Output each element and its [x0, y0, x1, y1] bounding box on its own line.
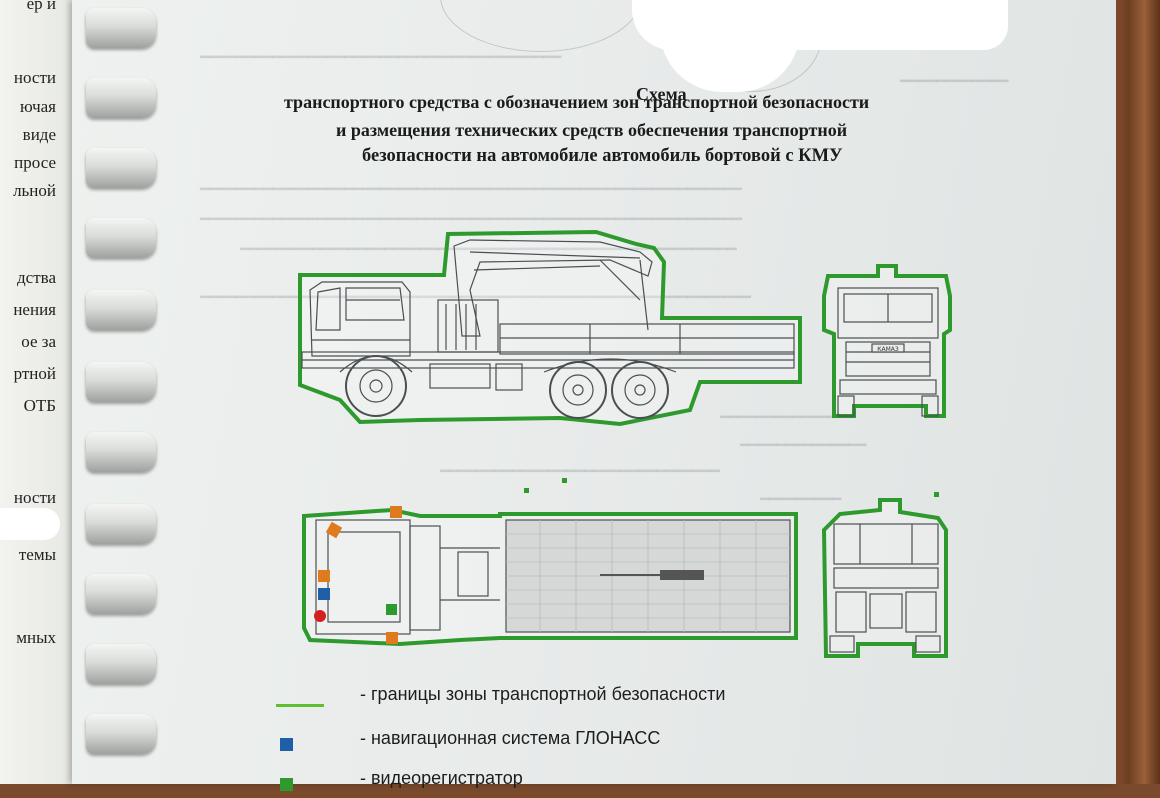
crane-boom	[453, 239, 653, 337]
left-page-text: ер и	[26, 0, 56, 13]
marker-dot	[562, 478, 567, 483]
glonass-marker	[318, 588, 330, 600]
legend-label: - границы зоны транспортной безопасности	[360, 684, 726, 704]
bleed-through-text: ━━━━━━━━━━━━━━━━━━━━━━━━━━━━━━━━━━━━━━━━…	[200, 212, 742, 228]
bleed-through-text: ━━━━━━━━━━━━━━━━━━━━━━━━━━━━━━━━━━━━━━━━…	[200, 182, 742, 198]
blue-square-marker	[280, 738, 293, 751]
marker-dot	[524, 488, 529, 493]
front-view: КАМАЗ	[822, 264, 952, 418]
left-page-text: дства	[17, 268, 56, 287]
left-page-text: ности	[13, 488, 56, 507]
title-line: безопасности на автомобиле автомобиль бо…	[362, 146, 843, 166]
title-heading: Схема	[636, 84, 687, 104]
binding-coil	[86, 432, 156, 472]
left-page-text: виде	[22, 125, 56, 144]
bleed-through-text: ━━━━━━━━━━━━━━	[740, 438, 867, 454]
binding-coil	[86, 574, 156, 614]
bleed-through-text: ━━━━━━━━━━━━━━━━━━━━━━━━━━━━━━━━━━━━━━━━…	[240, 240, 737, 259]
flatbed	[499, 323, 795, 355]
legend-label: - навигационная система ГЛОНАСС	[360, 728, 661, 748]
bleed-through-text: ━━━━━━━━━	[760, 492, 842, 508]
binding-coil	[86, 148, 156, 188]
camera-marker	[318, 570, 330, 582]
bleed-through-text: ━━━━━━━━━━━━━━━━━━━━━━━━━━━━━━━━━━━━━━━━…	[200, 288, 751, 307]
binding-coil	[86, 504, 156, 544]
title-line: транспортного средства с обозначением зо…	[284, 92, 870, 112]
binding-coil	[86, 714, 156, 754]
bleed-through-text: ━━━━━━━━━━━━	[900, 74, 1009, 90]
green-line-marker	[276, 704, 324, 707]
legend-label: - видеорегистратор	[360, 768, 523, 788]
green-square-marker	[280, 778, 293, 791]
binding-coil	[86, 644, 156, 684]
top-view	[302, 507, 798, 647]
bleed-through-text: ━━━━━━━━━━━━━━━	[720, 410, 856, 426]
binding-coil	[86, 78, 156, 118]
binding-coil	[86, 218, 156, 258]
bleed-through-text: ━━━━━━━━━━━━━━━━━━━━━━━━━━━━━━━	[440, 464, 720, 480]
left-page-text: темы	[18, 545, 56, 564]
cab-outline	[309, 281, 411, 357]
left-page-text: нения	[13, 300, 56, 319]
rear-zone-border	[821, 498, 948, 658]
binding-coil	[86, 290, 156, 330]
rear-view	[821, 498, 948, 658]
side-view	[298, 229, 802, 427]
truck-brand-badge: КАМАЗ	[877, 346, 899, 353]
recorder-marker	[386, 604, 397, 615]
camera-marker	[325, 521, 343, 539]
camera-marker	[386, 632, 398, 644]
left-page-text: ючая	[20, 97, 56, 116]
side-zone-border	[298, 229, 802, 427]
left-page-text: льной	[13, 181, 56, 200]
left-page-text: просе	[14, 153, 56, 172]
binding-coil	[86, 362, 156, 402]
camera-marker	[390, 506, 402, 518]
left-page-text: ности	[13, 68, 56, 87]
left-page-text: мных	[16, 628, 56, 647]
left-page-text: ое за	[21, 332, 56, 351]
front-zone-border	[822, 264, 952, 418]
marker-dot	[934, 492, 939, 497]
left-page-text: ОТБ	[23, 396, 56, 415]
left-page-text: ртной	[13, 364, 56, 383]
alarm-marker	[314, 610, 326, 622]
binding-coil	[86, 8, 156, 48]
bleed-through-text: ━━━━━━━━━━━━━━━━━━━━━━━━━━━━━━━━━━━━━━━━	[200, 50, 562, 66]
redaction-blot	[0, 508, 60, 540]
title-line: и размещения технических средств обеспеч…	[336, 120, 848, 140]
wooden-table	[1108, 0, 1160, 784]
